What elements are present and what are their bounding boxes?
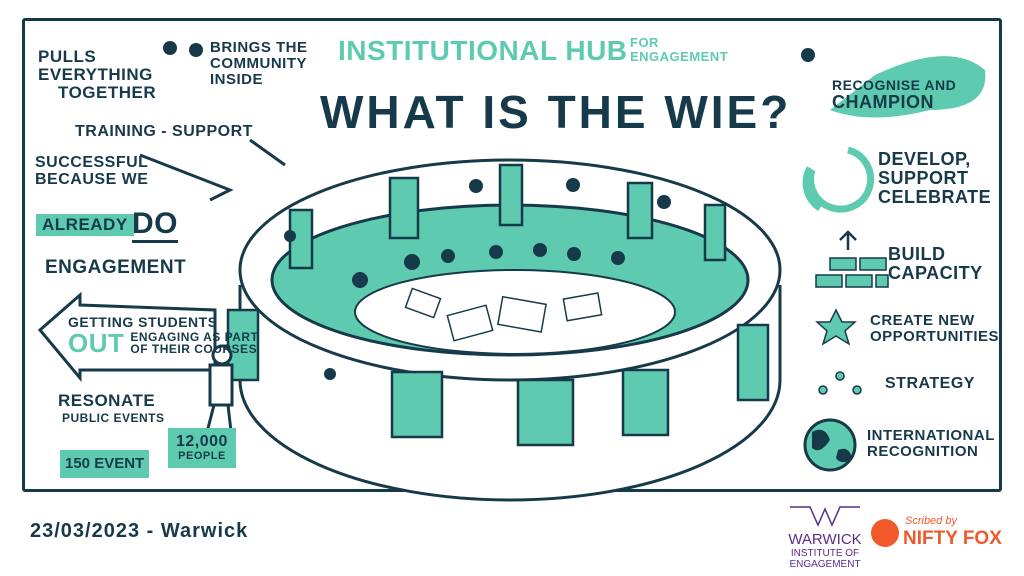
student-figure — [203, 344, 234, 441]
stat-people-badge: 12,000people — [168, 428, 236, 469]
do-text: DO — [132, 208, 178, 243]
stat-events-badge: 150 event — [60, 450, 150, 478]
engagement-text: Engagement — [45, 257, 187, 278]
nifty-fox-logo: Scribed by NIFTY FOX — [870, 515, 1002, 554]
champion-blob — [830, 56, 986, 118]
page-title: What is the WIE? — [320, 86, 792, 138]
cycle-arrows-icon — [802, 146, 875, 213]
international-text: Internationalrecognition — [867, 427, 995, 460]
up-arrow-icon — [839, 230, 857, 250]
papers — [404, 287, 603, 342]
successful-text: Successfulbecause we — [35, 154, 149, 188]
bricks-icon — [815, 257, 889, 288]
date-location: 23/03/2023 - Warwick — [30, 520, 249, 542]
already-text: Already — [36, 214, 134, 236]
people-silhouettes — [163, 41, 815, 380]
develop-text: Develop,supportcelebrate — [878, 149, 992, 207]
fox-icon — [871, 519, 899, 547]
brings-text: Brings thecommunityinside — [210, 39, 308, 88]
create-text: Create newopportunities — [870, 312, 1000, 345]
strategy-text: Strategy — [885, 375, 975, 392]
subtitle: Institutional Hub — [338, 35, 628, 66]
warwick-logo: WARWICK INSTITUTE OF ENGAGEMENT — [785, 505, 865, 571]
doors — [226, 163, 770, 447]
build-text: Buildcapacity — [888, 244, 983, 283]
warwick-w-mark — [790, 506, 860, 527]
star-icon — [815, 308, 857, 346]
resonate-text: Resonate — [58, 391, 156, 410]
public-events-text: public events — [62, 411, 165, 425]
pulls-text: Pullseverythingtogether — [38, 47, 157, 102]
left-arrow-banner — [37, 291, 217, 383]
recognise-text: Recognise andChampion — [832, 77, 957, 112]
training-text: Training - Support — [75, 123, 253, 140]
subtitle-small: for engagement — [630, 35, 729, 64]
students-text: Getting students OUT engaging as partof … — [68, 314, 259, 358]
strategy-dots-icon — [818, 371, 862, 395]
arrow-icon — [139, 138, 286, 202]
